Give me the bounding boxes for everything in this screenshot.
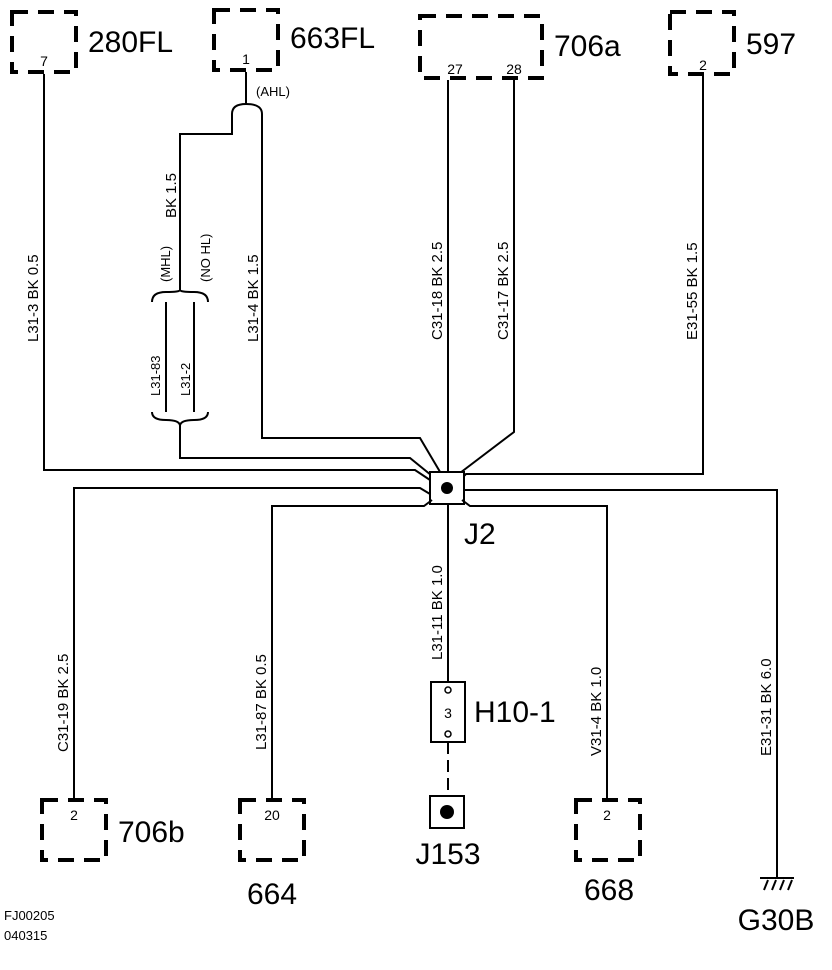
wire-c31-19 — [73, 487, 431, 800]
component-706b: 2 706b — [40, 798, 185, 862]
wire-label-l31-83: L31-83 — [148, 356, 163, 396]
wire-c31-17 — [455, 80, 515, 477]
figure-code: FJ00205 — [4, 908, 55, 923]
splice-label: J153 — [415, 838, 480, 871]
component-label: 663FL — [290, 22, 375, 55]
wire-v31-4 — [461, 499, 608, 800]
wire-label-v31-4: V31-4 BK 1.0 — [588, 667, 605, 756]
pin-number: 20 — [264, 807, 280, 823]
wire-label-e31-31: E31-31 BK 6.0 — [758, 658, 775, 756]
wire-label-mhl: (MHL) — [158, 246, 173, 282]
component-668: 2 668 — [574, 798, 642, 907]
ground-label: G30B — [738, 904, 815, 937]
component-664: 20 664 — [238, 798, 306, 911]
wire-label-c31-17: C31-17 BK 2.5 — [495, 242, 512, 340]
wire-label-l31-4: L31-4 BK 1.5 — [245, 254, 262, 342]
wire-l31-87 — [271, 499, 433, 800]
wire-label-l31-3: L31-3 BK 0.5 — [25, 254, 42, 342]
pin-number: 2 — [603, 807, 611, 823]
component-label: 597 — [746, 28, 796, 61]
wire-labels: L31-3 BK 0.5 BK 1.5 (MHL) (NO HL) L31-83… — [25, 84, 775, 756]
pin-number: 2 — [699, 57, 707, 73]
component-label: 668 — [584, 874, 634, 907]
upper-wires — [43, 72, 704, 489]
ground-icon — [760, 877, 794, 891]
wire-label-c31-18: C31-18 BK 2.5 — [429, 242, 446, 340]
wire-l31-4 — [261, 114, 447, 483]
component-label: 706a — [554, 30, 621, 63]
pin-number: 2 — [70, 807, 78, 823]
mhl-bracket-top — [151, 289, 209, 303]
connector-label: H10-1 — [474, 696, 556, 729]
splice-j2: J2 — [429, 471, 496, 551]
lower-wires — [73, 487, 778, 878]
wire-label-e31-55: E31-55 BK 1.5 — [684, 242, 701, 340]
component-280fl: 7 280FL — [10, 10, 173, 74]
connector-h10-1: 3 H10-1 — [430, 681, 556, 743]
pin-number: 28 — [506, 61, 522, 77]
ground-g30b: G30B — [738, 877, 815, 937]
component-706a: 27 28 706a — [418, 14, 621, 80]
wire-e31-31 — [464, 489, 778, 878]
footer: FJ00205 040315 — [4, 908, 55, 943]
wire-label-ahl: (AHL) — [256, 84, 290, 99]
splice-label: J2 — [464, 518, 496, 551]
component-label: 706b — [118, 816, 185, 849]
component-597: 2 597 — [668, 10, 796, 76]
wire-label-c31-19: C31-19 BK 2.5 — [55, 654, 72, 752]
pin-number: 3 — [444, 705, 452, 721]
figure-date: 040315 — [4, 928, 47, 943]
splice-j153: J153 — [415, 795, 481, 871]
ahl-bracket — [231, 102, 263, 115]
component-label: 664 — [247, 878, 297, 911]
component-label: 280FL — [88, 26, 173, 59]
wire-label-nohl: (NO HL) — [198, 234, 213, 282]
pin-number: 1 — [242, 51, 250, 67]
wire-l31-3 — [43, 74, 443, 489]
wire-label-l31-2: L31-2 — [178, 363, 193, 396]
pin-number: 27 — [447, 61, 463, 77]
mhl-bracket-bottom — [151, 411, 209, 427]
wire-mhl-branch — [179, 114, 233, 290]
component-663fl: 1 663FL — [212, 8, 375, 72]
wire-label-bk15: BK 1.5 — [163, 173, 180, 218]
wire-label-l31-87: L31-87 BK 0.5 — [253, 654, 270, 750]
wire-e31-55 — [455, 76, 704, 485]
wire-l31-83-to-j2 — [179, 426, 443, 485]
wire-label-l31-11: L31-11 BK 1.0 — [429, 565, 446, 660]
pin-number: 7 — [40, 53, 48, 69]
